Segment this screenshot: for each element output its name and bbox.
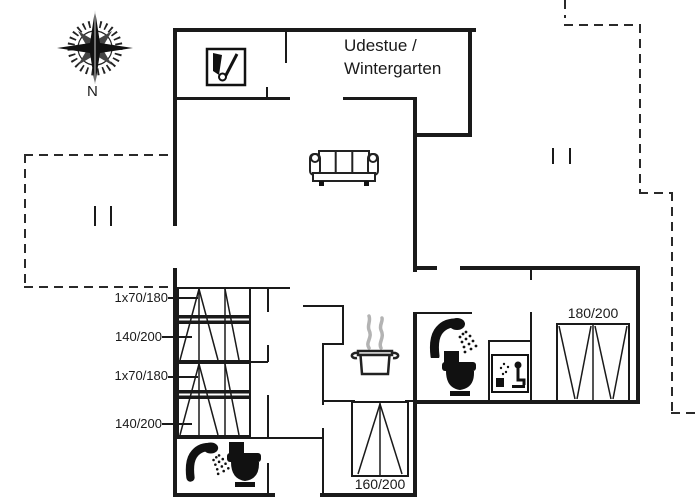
wall-leftbath-top: [177, 437, 322, 439]
terrace-marker: [110, 206, 112, 226]
terrace-right-dashed-c: [639, 24, 641, 192]
terrace-marker: [569, 148, 571, 164]
cooking-pot-icon: [350, 314, 400, 376]
wall-sauna-top: [488, 340, 532, 342]
wall-left-lower: [173, 268, 177, 497]
wall-bedrooms-right-a: [267, 287, 269, 312]
sauna-icon: [491, 354, 529, 393]
wall-bedrooms-right-c: [267, 395, 269, 437]
wall-hall-top-left: [413, 266, 437, 270]
wall-kitchen-b: [342, 305, 344, 345]
wall-top: [173, 28, 476, 32]
wall-south-right: [413, 400, 640, 404]
wall-kitchen-d: [322, 343, 324, 405]
wall-left-upper: [173, 28, 177, 226]
room-label-wintergarten: Udestue / Wintergarten: [344, 34, 441, 80]
wall-living-right: [413, 97, 417, 272]
wall-bedrooms-top: [460, 266, 640, 270]
terrace-marker: [552, 148, 554, 164]
bed-size-label: 160/200: [354, 476, 406, 492]
wall-leftbath-right: [267, 463, 269, 493]
wall-sauna-left: [488, 340, 490, 400]
bunk-bed-icon: [177, 362, 251, 437]
leader-line: [168, 376, 198, 378]
terrace-right-dashed-a: [564, 0, 566, 18]
wall-utility-bottom: [173, 97, 290, 100]
wall-bedrooms-right-b: [267, 345, 269, 362]
wall-left-bottom: [173, 493, 275, 497]
terrace-left-side-dashed: [24, 154, 26, 288]
room-label-line2: Wintergarten: [344, 59, 442, 78]
washbasin-icon: [205, 47, 247, 87]
wall-kitchen-a: [303, 305, 344, 307]
terrace-right-dashed-f: [671, 412, 700, 414]
wall-bath-bedroom-left: [413, 312, 417, 497]
terrace-right-dashed-e: [671, 192, 673, 413]
double-bed-icon: [351, 401, 409, 477]
bed-size-label: 140/200: [115, 416, 162, 431]
compass-north-label: N: [87, 83, 98, 100]
wall-utility-right: [285, 28, 287, 63]
wall-midbedroom-bottom: [320, 493, 417, 497]
shower-icon: [429, 318, 478, 358]
wall-wintergarten-bottom: [413, 133, 472, 137]
bed-size-label: 1x70/180: [114, 290, 169, 305]
bed-size-label: 180/200: [567, 305, 619, 321]
wall-living-top-right: [343, 97, 415, 100]
terrace-right-dashed-d: [639, 192, 672, 194]
bunk-bed-icon: [177, 287, 251, 362]
wall-rightbedroom-left: [530, 312, 532, 400]
wall-midbedroom-top-b: [405, 400, 415, 402]
wall-right: [636, 266, 640, 404]
shower-icon: [185, 442, 230, 482]
toilet-icon: [442, 351, 476, 396]
terrace-marker: [94, 206, 96, 226]
room-label-line1: Udestue /: [344, 36, 417, 55]
wall-midbath-top: [415, 312, 472, 314]
terrace-left-bottom-dashed: [24, 286, 173, 288]
wall-kitchen-c: [322, 343, 344, 345]
bed-size-label: 1x70/180: [114, 368, 169, 383]
wall-wintergarten-right: [468, 28, 472, 137]
wall-midbath-door-stub: [530, 270, 532, 280]
leader-line: [162, 423, 192, 425]
wall-midbedroom-left: [322, 428, 324, 493]
toilet-icon: [227, 442, 261, 487]
sofa-icon: [309, 150, 379, 186]
wall-midbedroom-top-a: [322, 400, 355, 402]
terrace-right-dashed-b: [564, 24, 640, 26]
wall-utility-door-stub: [266, 87, 268, 99]
bed-size-label: 140/200: [115, 329, 162, 344]
leader-line: [162, 336, 192, 338]
double-bed-icon: [556, 323, 630, 402]
leader-line: [168, 297, 198, 299]
terrace-left-top-dashed: [24, 154, 173, 156]
compass-rose-icon: [57, 10, 133, 84]
